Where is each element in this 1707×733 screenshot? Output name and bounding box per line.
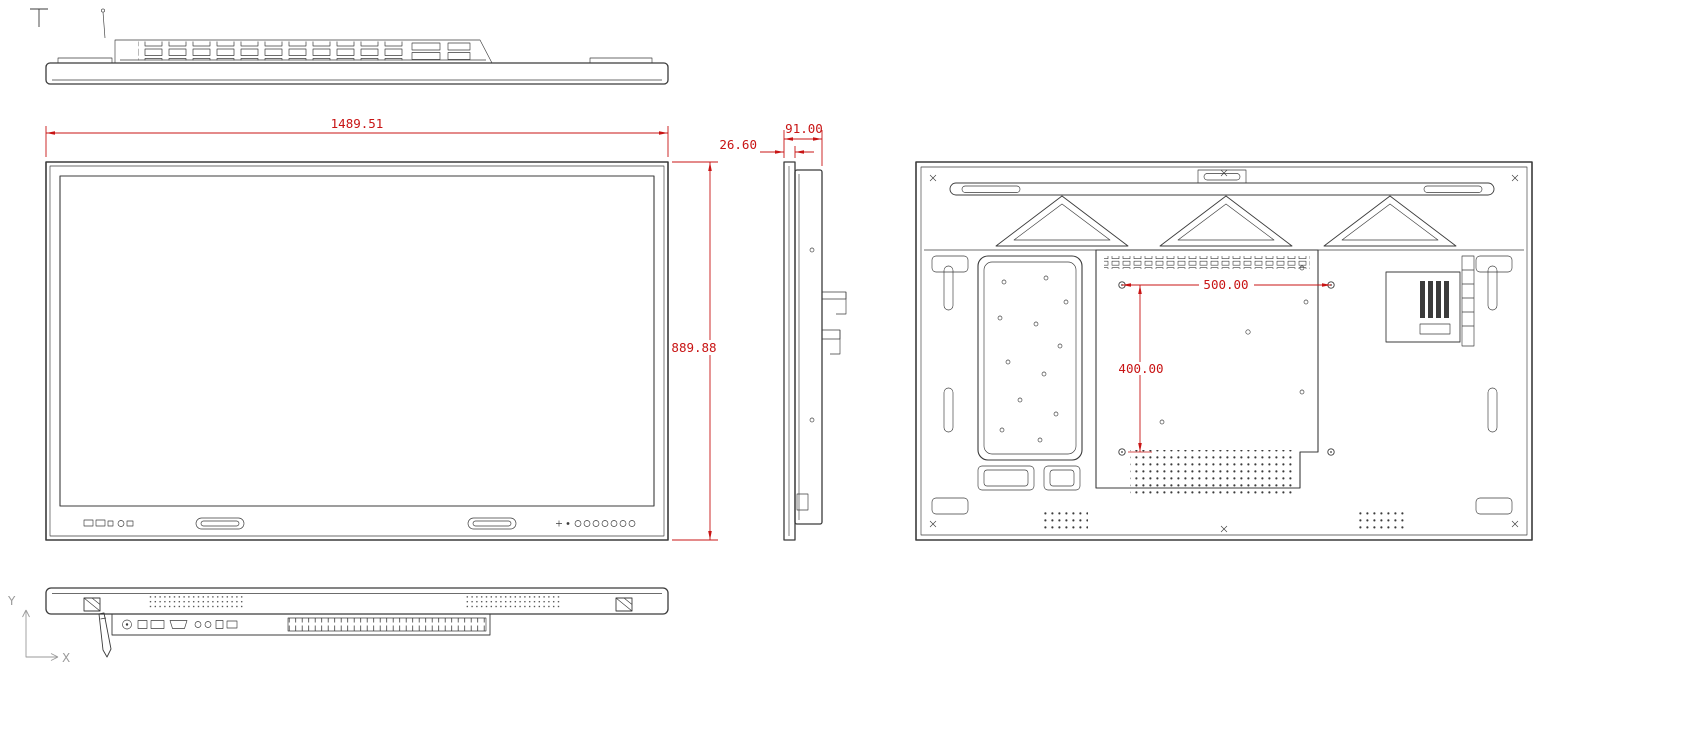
bottom-ports xyxy=(122,619,238,630)
side-depth-dimensions: 91.00 26.60 xyxy=(719,121,823,166)
rear-fiducial-marks xyxy=(929,169,1519,533)
front-controls-left xyxy=(83,519,134,527)
ucs-axis-indicator: Y X xyxy=(7,594,70,665)
rear-label-module xyxy=(1385,271,1461,343)
datum-marker xyxy=(30,8,48,27)
front-outer-frame xyxy=(45,161,669,541)
stylus xyxy=(98,612,112,658)
side-total-depth-label: 91.00 xyxy=(785,121,823,136)
rear-speaker-left xyxy=(1042,512,1088,530)
bottom-view-body xyxy=(45,587,669,615)
barcode-bar xyxy=(1444,281,1449,318)
y-axis-label: Y xyxy=(7,594,16,608)
rear-corner-handles xyxy=(931,255,1513,515)
plus-icon xyxy=(556,520,562,527)
front-view xyxy=(45,161,669,541)
barcode-bar xyxy=(1420,281,1425,318)
rear-vesa-area xyxy=(1095,249,1335,496)
bottom-speaker-right xyxy=(466,595,562,610)
front-button-row xyxy=(556,520,636,527)
front-bezel-line xyxy=(49,165,665,537)
bottom-foot-left xyxy=(83,597,101,612)
rear-perforation-patch xyxy=(1130,450,1292,496)
side-panel-depth-label: 26.60 xyxy=(719,137,757,152)
rear-view: 500.00 400.00 xyxy=(915,161,1533,541)
wall-hook-lower xyxy=(821,329,841,340)
barcode-bar xyxy=(1428,281,1433,318)
barcode-bar xyxy=(1436,281,1441,318)
side-details xyxy=(788,166,847,536)
rear-inner-frame xyxy=(920,166,1528,536)
bottom-vent-grill xyxy=(288,618,486,631)
rear-misc-holes xyxy=(1159,265,1309,425)
top-vent-slots xyxy=(138,41,406,61)
vesa-width-dimension: 500.00 xyxy=(1122,277,1331,292)
antenna xyxy=(102,11,106,39)
front-width-label: 1489.51 xyxy=(331,116,384,131)
front-width-dimension: 1489.51 xyxy=(45,116,669,157)
bottom-view xyxy=(45,587,669,658)
bottom-port-tray xyxy=(111,613,491,636)
rear-side-slots xyxy=(943,255,1498,433)
side-body xyxy=(783,161,823,541)
side-view xyxy=(783,161,847,541)
power-port-icon xyxy=(122,619,132,630)
rear-recess-outline xyxy=(1095,249,1319,489)
bottom-speaker-left xyxy=(148,595,244,610)
front-height-dimension: 889.88 xyxy=(670,161,718,541)
ucs-axis-lines xyxy=(22,609,59,661)
rear-vent-row xyxy=(1104,256,1310,269)
rear-speaker-right xyxy=(1358,512,1404,530)
x-arrow-icon xyxy=(50,653,59,661)
vesa-height-label: 400.00 xyxy=(1118,361,1163,376)
vga-port-icon xyxy=(169,620,188,629)
screen xyxy=(59,175,655,507)
rear-left-panel xyxy=(977,255,1083,461)
rear-left-boxes xyxy=(977,465,1081,491)
y-arrow-icon xyxy=(22,609,30,618)
wall-hook-upper xyxy=(821,291,847,300)
top-view xyxy=(45,8,669,85)
rear-port-column xyxy=(1461,255,1475,347)
front-sensor-right xyxy=(467,517,517,530)
vesa-width-label: 500.00 xyxy=(1203,277,1248,292)
front-sensor-left xyxy=(195,517,245,530)
rear-top-truss xyxy=(924,169,1524,251)
vesa-height-dimension: 400.00 xyxy=(1114,285,1169,453)
bottom-foot-right xyxy=(615,597,633,612)
x-axis-label: X xyxy=(62,651,70,665)
front-height-label: 889.88 xyxy=(671,340,716,355)
top-view-body xyxy=(45,62,669,85)
rear-outer-frame xyxy=(915,161,1533,541)
